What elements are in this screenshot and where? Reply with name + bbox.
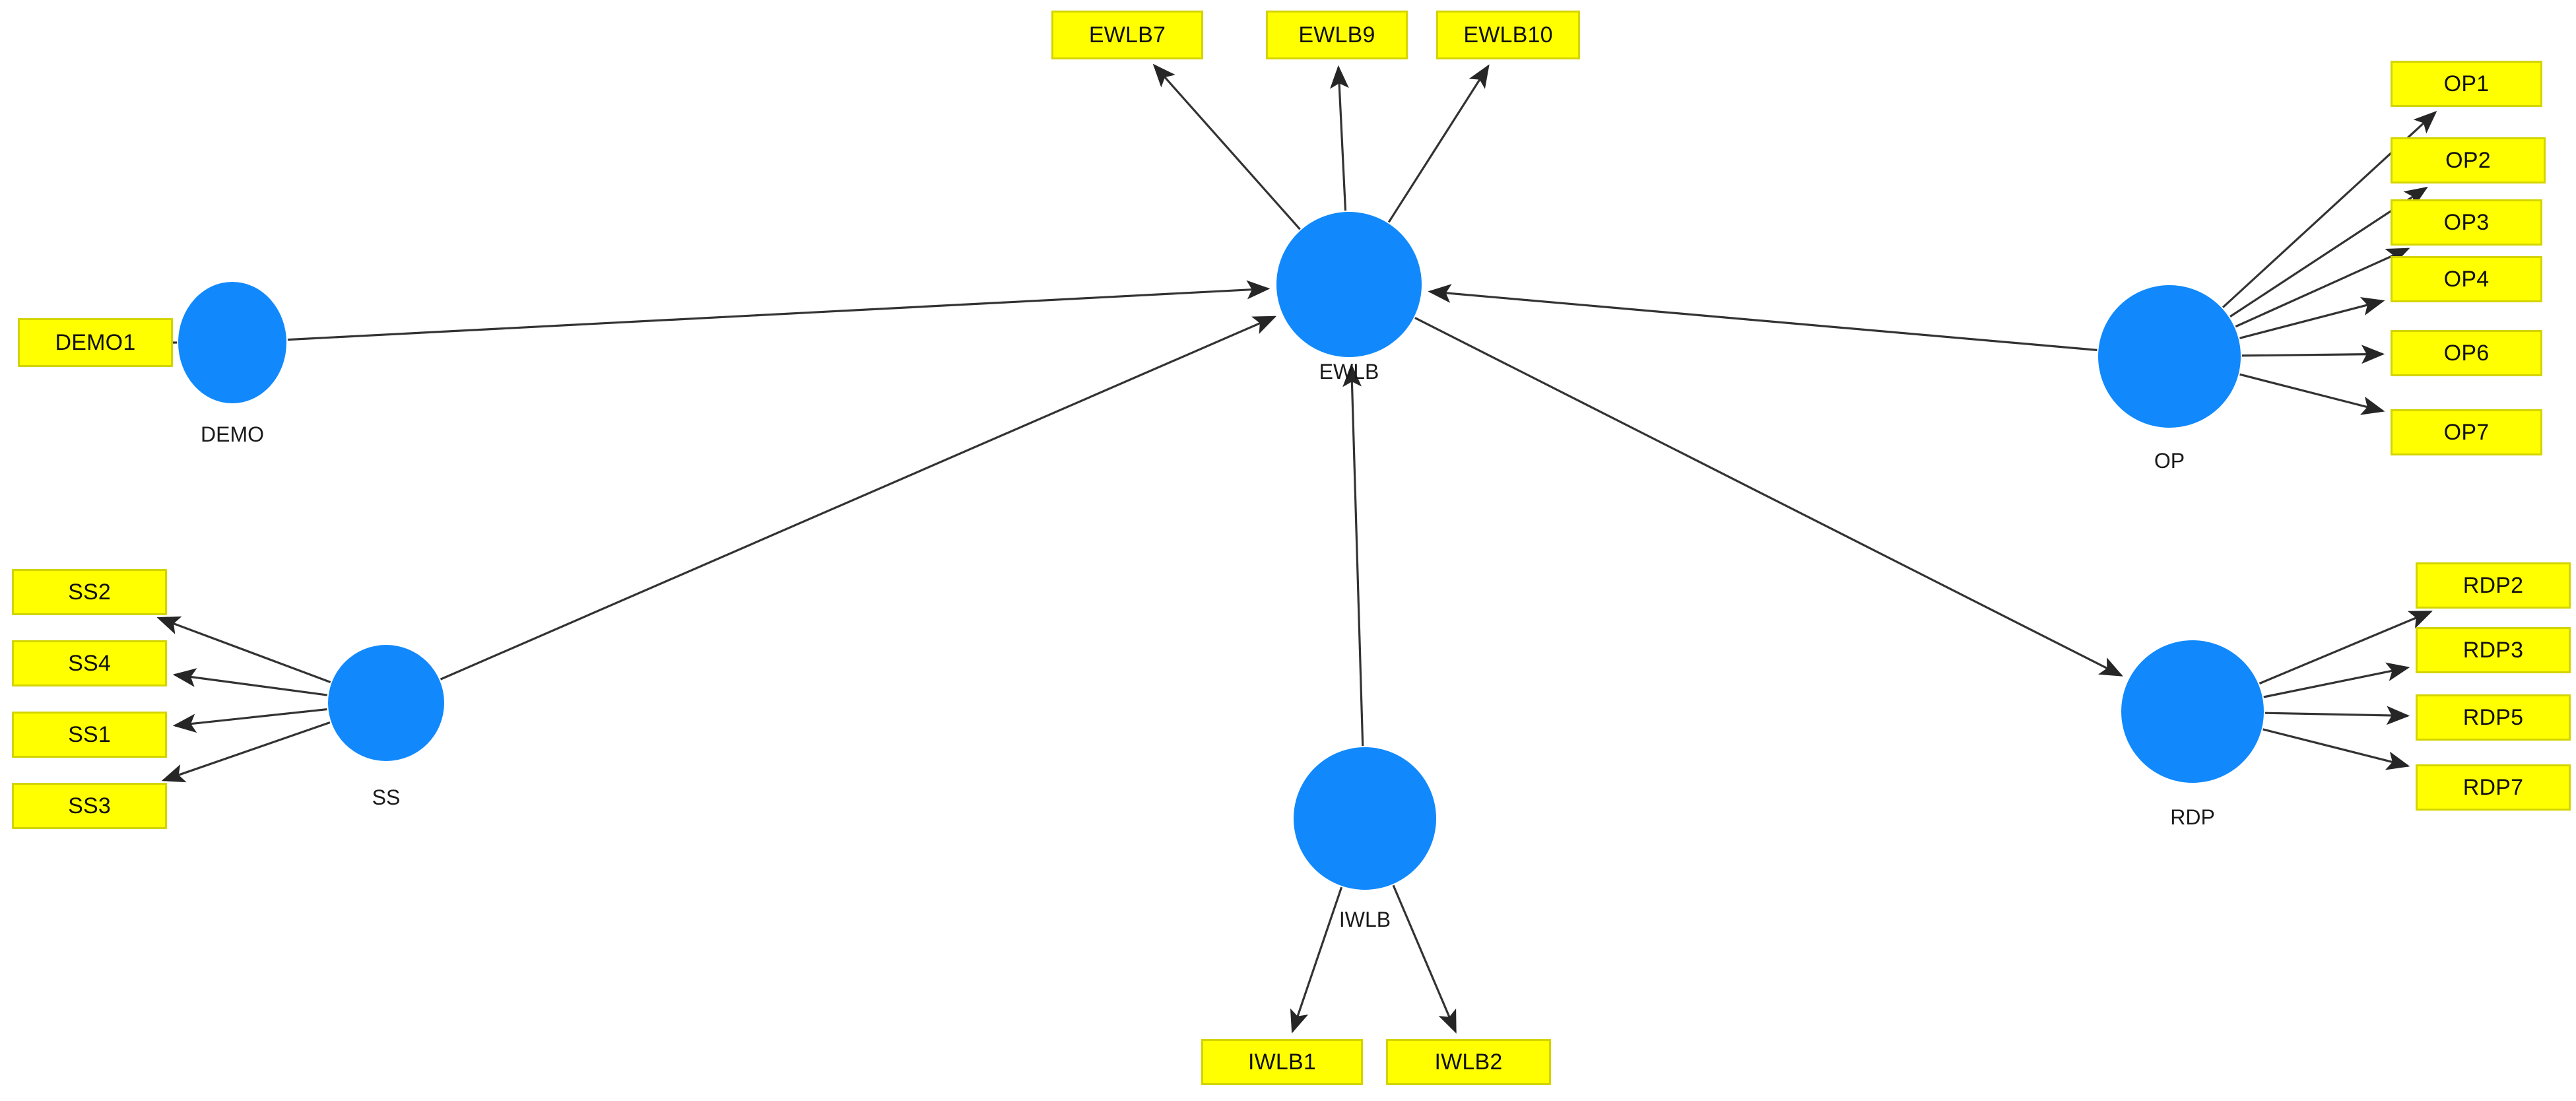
- measurement-path-ss-to-ss1: [172, 708, 327, 733]
- indicator-box-ewlb9[interactable]: EWLB9: [1266, 11, 1408, 59]
- measurement-path-ss-to-ss2: [156, 616, 331, 683]
- structural-path-op-to-ewlb: [1428, 284, 2097, 351]
- measurement-path-rdp-to-rdp7: [2262, 728, 2410, 770]
- indicator-box-iwlb1[interactable]: IWLB1: [1201, 1039, 1363, 1085]
- measurement-path-op-to-op3: [2235, 248, 2410, 328]
- indicator-box-op2[interactable]: OP2: [2391, 137, 2546, 184]
- measurement-path-ss-to-ss3: [161, 721, 331, 783]
- indicator-box-ss4[interactable]: SS4: [12, 640, 167, 686]
- indicator-box-rdp2[interactable]: RDP2: [2416, 562, 2571, 609]
- indicator-box-op4[interactable]: OP4: [2391, 256, 2542, 302]
- indicator-box-iwlb2[interactable]: IWLB2: [1386, 1039, 1551, 1085]
- measurement-path-ewlb-to-ewlb10: [1387, 64, 1490, 223]
- indicator-box-demo1[interactable]: DEMO1: [18, 318, 173, 367]
- indicator-box-op1[interactable]: OP1: [2391, 61, 2542, 107]
- measurement-path-op-to-op7: [2239, 373, 2385, 415]
- measurement-path-rdp-to-rdp2: [2259, 611, 2433, 684]
- measurement-path-op-to-op4: [2239, 297, 2385, 339]
- measurement-path-iwlb-to-iwlb1: [1290, 886, 1343, 1034]
- measurement-path-rdp-to-rdp5: [2264, 706, 2410, 725]
- indicator-box-ewlb10[interactable]: EWLB10: [1436, 11, 1580, 59]
- structural-path-iwlb-to-ewlb: [1342, 363, 1364, 747]
- indicator-box-ewlb7[interactable]: EWLB7: [1051, 11, 1203, 59]
- latent-label-ewlb: EWLB: [1319, 360, 1379, 384]
- indicator-box-rdp5[interactable]: RDP5: [2416, 694, 2571, 741]
- latent-label-rdp: RDP: [2170, 805, 2215, 829]
- structural-path-demo-to-ewlb: [287, 280, 1271, 341]
- structural-path-ewlb-to-rdp: [1414, 317, 2123, 677]
- measurement-path-op-to-op6: [2241, 345, 2385, 364]
- measurement-path-ewlb-to-ewlb7: [1152, 63, 1301, 230]
- latent-node-op[interactable]: [2098, 285, 2241, 428]
- latent-label-iwlb: IWLB: [1338, 908, 1391, 931]
- latent-node-demo[interactable]: [178, 282, 286, 403]
- indicator-box-ss1[interactable]: SS1: [12, 712, 167, 758]
- measurement-path-iwlb-to-iwlb2: [1392, 884, 1457, 1034]
- latent-node-rdp[interactable]: [2121, 640, 2264, 783]
- latent-label-demo: DEMO: [201, 422, 264, 446]
- indicator-box-rdp7[interactable]: RDP7: [2416, 764, 2571, 811]
- indicator-box-rdp3[interactable]: RDP3: [2416, 627, 2571, 673]
- latent-node-ss[interactable]: [328, 645, 444, 761]
- measurement-path-rdp-to-rdp3: [2263, 662, 2410, 698]
- measurement-path-ewlb-to-ewlb9: [1330, 65, 1349, 211]
- latent-node-ewlb[interactable]: [1276, 212, 1422, 357]
- indicator-box-ss2[interactable]: SS2: [12, 569, 167, 615]
- indicator-box-op7[interactable]: OP7: [2391, 409, 2542, 455]
- indicator-box-op6[interactable]: OP6: [2391, 330, 2542, 376]
- indicator-box-ss3[interactable]: SS3: [12, 783, 167, 829]
- latent-label-ss: SS: [372, 785, 401, 809]
- indicator-box-op3[interactable]: OP3: [2391, 199, 2542, 246]
- structural-path-ss-to-ewlb: [440, 316, 1277, 681]
- latent-label-op: OP: [2154, 449, 2185, 473]
- latent-node-iwlb[interactable]: [1294, 747, 1436, 890]
- measurement-path-ss-to-ss4: [172, 668, 328, 696]
